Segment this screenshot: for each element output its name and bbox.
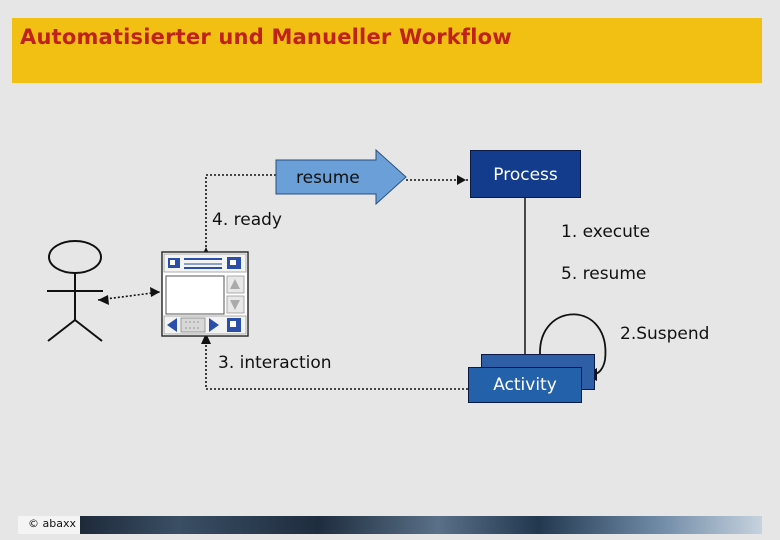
step-interaction-label: 3. interaction: [218, 353, 332, 373]
step-execute-label: 1. execute: [561, 222, 651, 242]
suspend-loop: [539, 313, 607, 375]
title-banner: Automatisierter und Manueller Workflow: [12, 18, 762, 83]
slide-title: Automatisierter und Manueller Workflow: [20, 25, 512, 49]
copyright-text: © abaxx: [28, 517, 76, 530]
footer-bar: © abaxx: [18, 516, 762, 534]
activity-box: Activity: [468, 367, 582, 403]
step-resume-label: 5. resume: [561, 264, 647, 284]
process-box: Process: [470, 150, 581, 198]
resume-block-arrow: [275, 148, 407, 206]
process-label: Process: [493, 165, 558, 185]
step-suspend-label: 2.Suspend: [620, 324, 710, 344]
activity-label: Activity: [493, 375, 557, 395]
user-figure: [47, 240, 103, 342]
connector-arrowheads: [98, 175, 466, 344]
dotted-connectors: [97, 174, 468, 390]
application-window-icon: [161, 251, 249, 337]
step-ready-label: 4. ready: [212, 210, 282, 230]
resume-arrow-label: resume: [296, 168, 360, 188]
